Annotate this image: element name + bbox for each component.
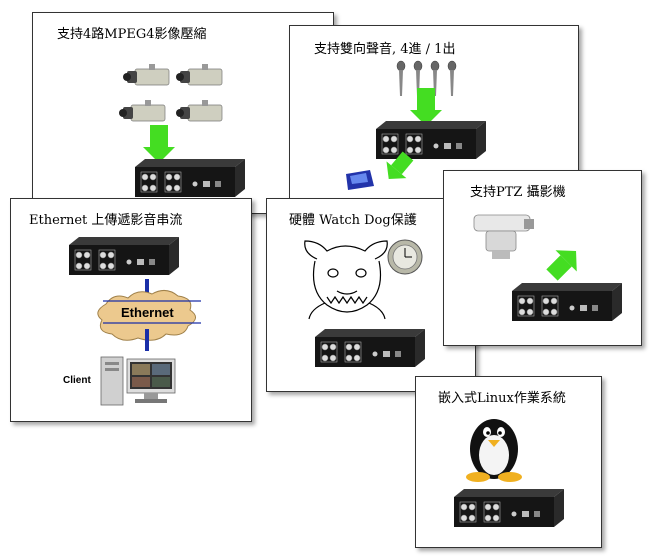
network-cloud-icon <box>97 290 201 341</box>
panel-mpeg4: 支持4路MPEG4影像壓縮 <box>32 12 334 214</box>
dvr-device-icon <box>375 120 487 160</box>
panel-audio-title: 支持雙向聲音, 4進 / 1出 <box>314 42 456 57</box>
camera-icon <box>122 63 170 86</box>
dvr-device-icon <box>453 488 565 528</box>
panel-watchdog: 硬體 Watch Dog保護 <box>266 198 476 392</box>
camera-icon <box>118 99 166 122</box>
cloud-label: Ethernet <box>121 305 174 320</box>
mpeg4-illustration <box>118 63 246 198</box>
down-arrow-icon <box>410 88 442 126</box>
watchdog-illustration <box>304 239 426 368</box>
ptz-camera-icon <box>473 214 534 259</box>
panel-ethernet-title: Ethernet 上傳遞影音串流 <box>29 213 183 228</box>
out-arrow-icon <box>386 151 414 179</box>
panel-ptz: 支持PTZ 攝影機 <box>443 170 642 346</box>
panel-ethernet: Ethernet 上傳遞影音串流 Ethernet Client <box>10 198 252 422</box>
camera-icon <box>175 99 223 122</box>
watchdog-timer-icon <box>387 239 423 275</box>
panel-linux: 嵌入式Linux作業系統 <box>415 376 602 548</box>
ethernet-illustration <box>68 236 201 406</box>
linux-illustration <box>453 419 565 528</box>
penguin-icon <box>466 419 522 482</box>
camera-icon <box>175 63 223 86</box>
panel-mpeg4-title: 支持4路MPEG4影像壓縮 <box>57 27 207 42</box>
client-label: Client <box>63 375 91 386</box>
audio-illustration <box>346 60 487 190</box>
microphone-icon <box>396 60 406 97</box>
dvr-device-icon <box>314 328 426 368</box>
panel-ptz-title: 支持PTZ 攝影機 <box>470 185 566 200</box>
dvr-device-icon <box>68 236 180 276</box>
panel-linux-title: 嵌入式Linux作業系統 <box>438 391 566 406</box>
speaker-icon <box>346 170 374 190</box>
ptz-illustration <box>473 214 623 322</box>
up-arrow-icon <box>546 250 577 281</box>
dvr-device-icon <box>511 282 623 322</box>
panel-watchdog-title: 硬體 Watch Dog保護 <box>289 213 417 228</box>
dvr-device-icon <box>134 158 246 198</box>
bulldog-icon <box>304 240 388 320</box>
computer-icon <box>100 356 176 406</box>
microphone-icon <box>447 60 457 97</box>
down-arrow-icon <box>143 125 175 163</box>
